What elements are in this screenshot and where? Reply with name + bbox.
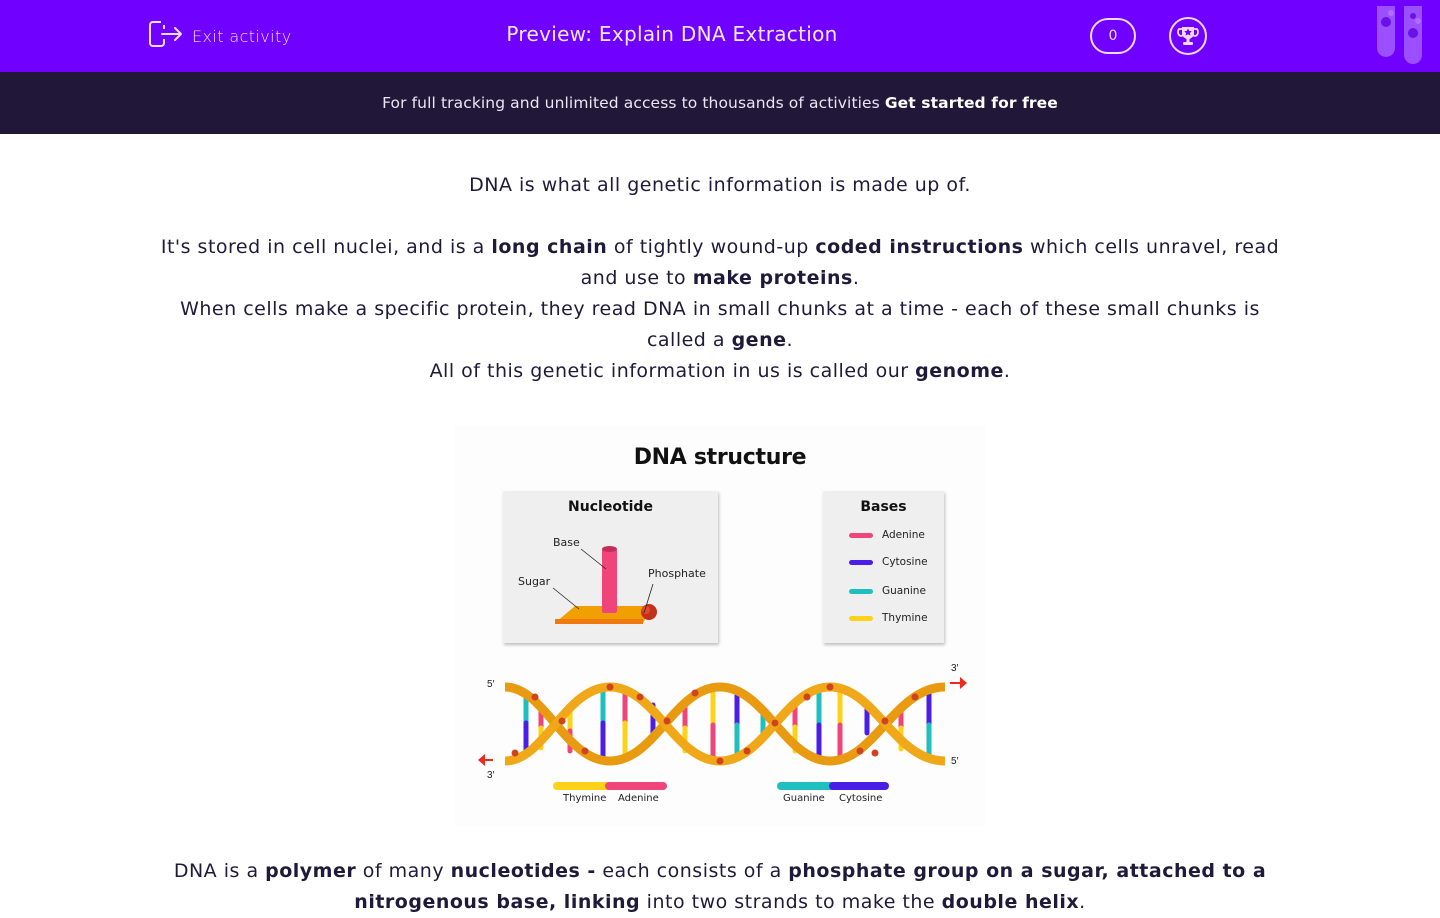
exit-activity-label: Exit activity — [192, 26, 292, 46]
base-legend-label: Guanine — [882, 585, 926, 597]
base-label: Base — [553, 536, 580, 549]
bold-term: make proteins — [692, 267, 853, 289]
guanine-cytosine-pair-bar — [777, 782, 889, 790]
thymine-swatch — [849, 615, 873, 621]
pair-label: Adenine — [618, 793, 659, 804]
strand-end-label: 3′ — [951, 663, 959, 674]
exit-icon — [149, 19, 183, 53]
text: into two strands to make the — [640, 891, 942, 913]
bold-term: genome — [915, 360, 1004, 382]
sugar-label: Sugar — [518, 575, 551, 588]
text: . — [1003, 360, 1011, 382]
bases-panel: Bases Adenine Cytosine Guanine Thymine — [823, 491, 944, 643]
nucleotide-diagram — [552, 546, 657, 624]
text: . — [852, 267, 860, 289]
base-legend-label: Adenine — [882, 529, 925, 541]
top-bar: Exit activity Preview: Explain DNA Extra… — [0, 0, 1440, 72]
intro-paragraph-3: When cells make a specific protein, they… — [150, 294, 1290, 356]
strand-end-label: 5′ — [487, 679, 495, 690]
trophy-icon — [1177, 27, 1199, 45]
text: All of this genetic information in us is… — [429, 360, 916, 382]
intro-line-1: DNA is what all genetic information is m… — [469, 174, 971, 196]
base-legend-item: Thymine — [849, 612, 928, 624]
pair-label: Cytosine — [839, 793, 883, 804]
bold-term: double helix — [941, 891, 1080, 913]
bold-term: coded instructions — [815, 236, 1024, 258]
get-started-link[interactable]: Get started for free — [884, 94, 1058, 112]
base-legend-item: Cytosine — [849, 556, 928, 568]
figure-title: DNA structure — [633, 445, 807, 470]
intro-paragraph-4: All of this genetic information in us is… — [150, 356, 1290, 387]
text: When cells make a specific protein, they… — [180, 298, 1260, 351]
strand-end-label: 5′ — [951, 756, 959, 767]
adenine-swatch — [849, 532, 873, 538]
trophy-button[interactable] — [1169, 17, 1207, 55]
test-tubes-logo-icon — [1377, 6, 1422, 64]
nucleotide-panel: Nucleotide Base Sugar Phosphate — [503, 491, 718, 643]
cytosine-swatch — [849, 559, 873, 565]
text: of tightly wound-up — [607, 236, 816, 258]
pair-label: Guanine — [783, 793, 825, 804]
page-title: Preview: Explain DNA Extraction — [506, 22, 838, 46]
nucleotide-title: Nucleotide — [568, 499, 653, 515]
bases-title: Bases — [860, 499, 907, 515]
phosphate-label: Phosphate — [648, 567, 706, 580]
text: . — [1079, 891, 1086, 913]
guanine-swatch — [849, 588, 873, 594]
base-legend-label: Thymine — [882, 612, 928, 624]
text: of many — [356, 860, 451, 882]
banner-text: For full tracking and unlimited access t… — [382, 94, 880, 112]
pair-label: Thymine — [563, 793, 607, 804]
thymine-adenine-pair-bar — [553, 782, 667, 790]
base-legend-label: Cytosine — [882, 556, 928, 568]
text: each consists of a — [595, 860, 789, 882]
base-legend-item: Adenine — [849, 529, 925, 541]
bold-term: nucleotides - — [450, 860, 596, 882]
bold-term: gene — [731, 329, 787, 351]
double-helix-diagram: 5′ 3′ 3′ 5′ — [478, 663, 967, 781]
text: which cells unravel, read and use to — [580, 236, 1280, 289]
score-counter[interactable]: 0 — [1090, 18, 1136, 54]
text: It's stored in cell nuclei, and is a — [160, 236, 492, 258]
bold-term: long chain — [491, 236, 608, 258]
nucleotide-paragraph: DNA is a polymer of many nucleotides - e… — [150, 856, 1290, 918]
text: DNA is a — [173, 860, 266, 882]
dna-structure-figure: DNA structure Nucleotide Base Sugar Phos… — [455, 425, 985, 827]
signup-banner: For full tracking and unlimited access t… — [0, 72, 1440, 134]
intro-paragraph-2: It's stored in cell nuclei, and is a lon… — [150, 232, 1290, 294]
bold-term: polymer — [265, 860, 357, 882]
base-legend-item: Guanine — [849, 585, 926, 597]
text: . — [786, 329, 794, 351]
intro-text: DNA is what all genetic information is m… — [150, 170, 1290, 387]
exit-activity-button[interactable]: Exit activity — [149, 20, 292, 52]
strand-end-label: 3′ — [487, 770, 495, 781]
